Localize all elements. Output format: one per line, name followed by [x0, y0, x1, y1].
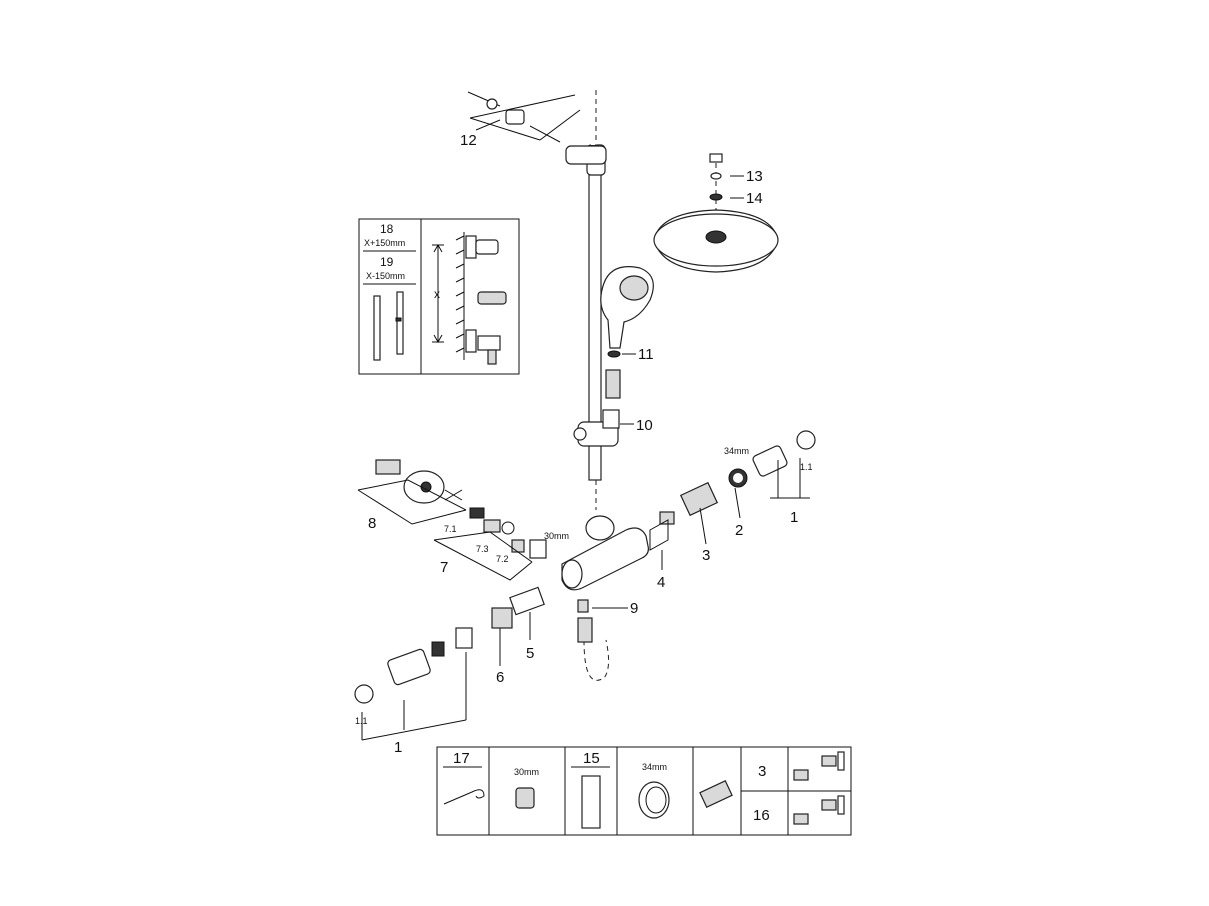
wall-fixing-set	[467, 91, 581, 143]
accessory-dimension-34mm: 34mm	[642, 762, 667, 772]
riser-rail	[565, 67, 723, 510]
accessories-table: 17 30mm 15 34mm 3 16	[436, 746, 852, 836]
inset-x-minus-150mm: X-150mm	[366, 271, 405, 281]
part-label-2: 2	[735, 522, 743, 539]
part-label-5: 5	[526, 645, 534, 662]
part-label-10: 10	[636, 417, 653, 434]
left-side-parts	[354, 459, 547, 741]
accessory-number-16: 16	[753, 807, 770, 824]
rail-length-inset: 18 X+150mm 19 X-150mm x	[358, 218, 520, 375]
part-label-1-1-right: 1.1	[800, 462, 813, 472]
part-label-9: 9	[630, 600, 638, 617]
part-label-7-2: 7.2	[496, 554, 509, 564]
accessory-number-15: 15	[583, 750, 600, 767]
leader-lines	[475, 119, 744, 666]
part-label-1-1-left: 1.1	[355, 716, 368, 726]
part-label-7: 7	[440, 559, 448, 576]
part-label-1-left: 1	[394, 739, 402, 756]
part-label-13: 13	[746, 168, 763, 185]
part-label-8: 8	[368, 515, 376, 532]
head-shower	[653, 163, 779, 273]
inset-x-plus-150mm: X+150mm	[364, 238, 405, 248]
part-label-6: 6	[496, 669, 504, 686]
part-label-14: 14	[746, 190, 763, 207]
dimension-30mm: 30mm	[544, 531, 569, 541]
part-label-7-1: 7.1	[444, 524, 457, 534]
hand-shower	[600, 266, 654, 399]
dimension-34mm: 34mm	[724, 446, 749, 456]
thermostat-body	[561, 515, 649, 681]
inset-dimension-x: x	[434, 287, 440, 301]
part-label-11: 11	[638, 346, 654, 363]
accessory-dimension-30mm: 30mm	[514, 767, 539, 777]
part-label-1-right: 1	[790, 509, 798, 526]
accessory-number-17: 17	[453, 750, 470, 767]
shower-slider	[573, 409, 620, 447]
inset-number-18: 18	[380, 222, 394, 236]
inset-number-19: 19	[380, 255, 394, 269]
part-label-12: 12	[460, 132, 477, 149]
part-label-7-3: 7.3	[476, 544, 489, 554]
accessory-number-3: 3	[758, 763, 766, 780]
part-label-3: 3	[702, 547, 710, 564]
part-label-4: 4	[657, 574, 665, 591]
right-side-parts	[649, 430, 816, 551]
